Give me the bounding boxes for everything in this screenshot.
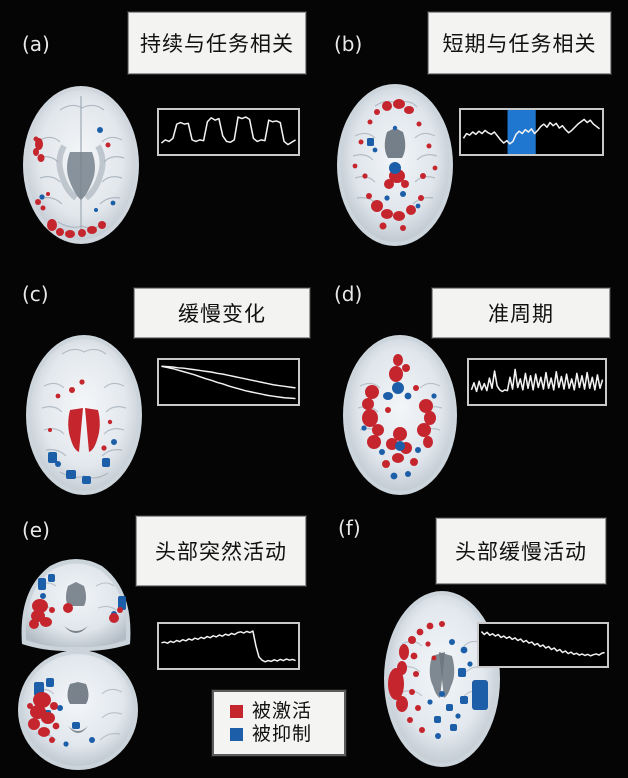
brain-slice-b-axial	[325, 80, 465, 250]
trace-svg-f	[480, 631, 605, 657]
brain-slice-d-axial	[330, 330, 470, 500]
panel-label-e: (e)	[22, 518, 50, 542]
trace-svg-b	[462, 110, 601, 154]
panel-title-d: 准周期	[432, 288, 610, 338]
legend-item-suppressed: 被抑制	[230, 725, 330, 744]
brain-slice-e-axial	[8, 648, 148, 776]
trace-svg-a	[160, 116, 296, 146]
trace-svg-d	[470, 368, 604, 393]
trace-plot-c	[157, 358, 300, 406]
panel-title-b: 短期与任务相关	[428, 12, 611, 74]
panel-title-a: 持续与任务相关	[128, 12, 306, 74]
panel-label-f: (f)	[338, 516, 361, 540]
trace-plot-a	[157, 108, 300, 156]
suppressed-color-swatch	[230, 728, 243, 741]
legend-box: 被激活 被抑制	[212, 690, 346, 756]
legend-item-activated: 被激活	[230, 702, 330, 721]
panel-title-f: 头部缓慢活动	[436, 518, 606, 584]
brain-slice-e-coronal	[10, 552, 142, 656]
brain-slice-f-axial	[372, 584, 512, 774]
panel-label-c: (c)	[22, 282, 49, 306]
panel-title-c: 缓慢变化	[134, 288, 310, 338]
panel-label-a: (a)	[22, 32, 50, 56]
panel-title-e: 头部突然活动	[136, 516, 306, 586]
trace-plot-e	[157, 622, 300, 670]
activated-color-swatch	[230, 705, 243, 718]
trace-svg-c	[161, 365, 296, 400]
trace-plot-b	[459, 108, 604, 156]
trace-plot-d	[467, 358, 607, 406]
trace-svg-e	[161, 630, 296, 663]
brain-slice-c-axial	[14, 330, 154, 500]
panel-label-b: (b)	[334, 32, 363, 56]
trace-plot-f	[477, 622, 609, 668]
brain-slice-a-axial	[12, 82, 150, 248]
panel-label-d: (d)	[334, 282, 363, 306]
legend-label-suppressed: 被抑制	[252, 723, 313, 745]
legend-label-activated: 被激活	[252, 700, 313, 722]
